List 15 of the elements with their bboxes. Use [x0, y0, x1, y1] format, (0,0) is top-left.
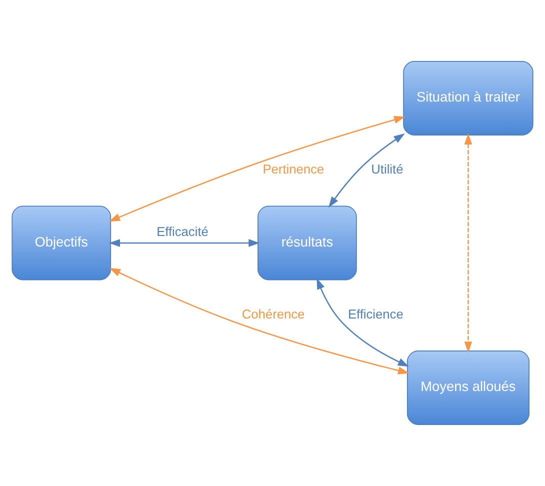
edge-label: Efficacité [156, 224, 208, 240]
edge-label: Utilité [371, 162, 404, 177]
edge-label: Pertinence [262, 162, 324, 177]
arrow [109, 268, 410, 374]
node-box: Moyens alloués [406, 350, 530, 425]
node-box: Objectifs [12, 206, 112, 280]
arrow [108, 239, 260, 247]
node-box: Situation à traiter [403, 61, 534, 136]
edge-label: Efficience [348, 306, 404, 322]
node-box: résultats [258, 206, 357, 280]
edge-label: Cohérence [242, 306, 305, 322]
arrow [328, 133, 405, 208]
arrow [464, 133, 472, 353]
arrow [316, 278, 410, 367]
arrow [108, 116, 406, 222]
